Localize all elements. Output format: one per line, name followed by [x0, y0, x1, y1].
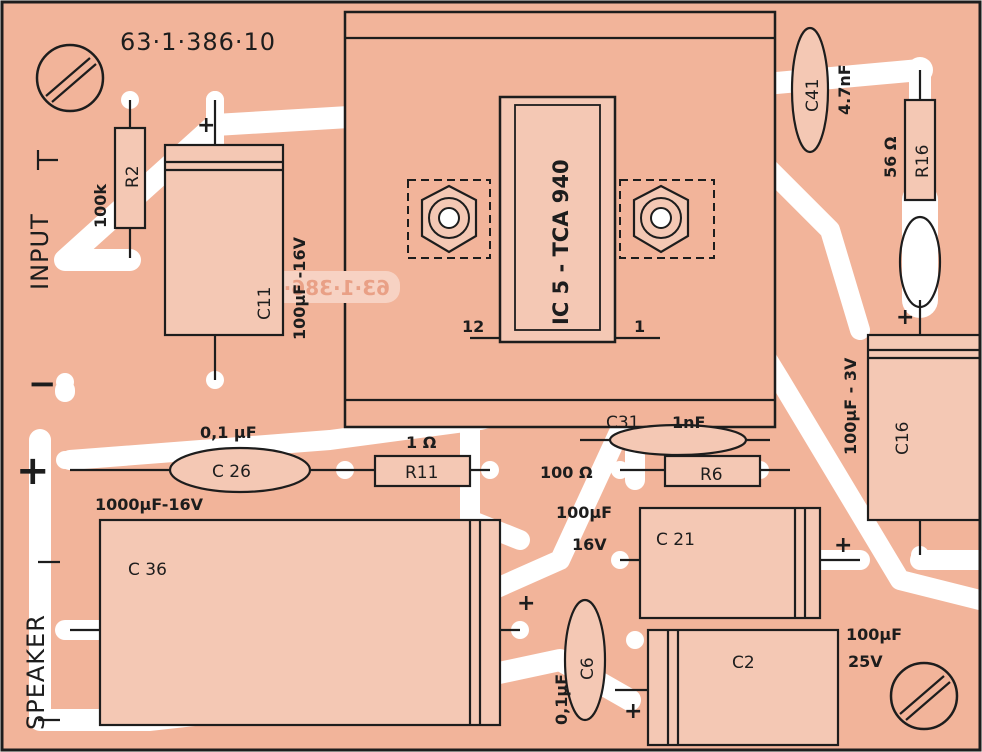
ic-ref: IC 5 - TCA 940	[549, 159, 573, 325]
capacitor-c6: C6 0,1µF	[552, 598, 607, 725]
c11-ref: C11	[255, 286, 275, 320]
svg-text:+: +	[896, 305, 914, 330]
svg-text:+: +	[197, 113, 215, 138]
c26-value: 0,1 µF	[200, 423, 257, 442]
r6-ref: R6	[700, 465, 723, 485]
c31-value: 1nF	[672, 413, 705, 432]
c6-value: 0,1µF	[552, 674, 571, 725]
resistor-r16: R16 56 Ω	[881, 70, 942, 309]
resistor-r6: R6 100 Ω	[540, 454, 790, 488]
capacitor-c16: + C16 100µF - 3V	[841, 300, 982, 555]
ic-pin-12: 12	[462, 317, 484, 336]
capacitor-c36: + C 36 1000µF-16V	[70, 495, 535, 727]
c6-ref: C6	[578, 657, 598, 680]
c26-ref: C 26	[212, 462, 251, 482]
c36-ref: C 36	[128, 560, 167, 580]
resistor-r2: R2 100k	[91, 100, 147, 258]
c31-ref: C31	[606, 413, 640, 433]
c2-value-line1: 100µF	[846, 625, 902, 644]
ic-tca940: IC 5 - TCA 940 12 1	[462, 95, 660, 344]
r2-value: 100k	[91, 184, 110, 228]
c2-value-line2: 25V	[848, 652, 883, 671]
capacitor-c2: + C2 100µF 25V	[615, 625, 902, 747]
c21-value-line1: 100µF	[556, 503, 612, 522]
heatsink-bolt-icon	[619, 179, 715, 259]
board-code: 63·1·386·10	[120, 28, 276, 56]
r16-value: 56 Ω	[881, 136, 900, 178]
c41-ref: C41	[803, 78, 823, 112]
c11-value: 100µF -16V	[290, 236, 309, 340]
capacitor-c31: C31 1nF	[580, 413, 770, 457]
c41-value: 4.7nF	[835, 64, 854, 115]
c16-ref: C16	[893, 421, 913, 455]
r16-ref: R16	[913, 145, 933, 178]
r11-ref: R11	[405, 463, 438, 483]
r11-value: 1 Ω	[406, 433, 437, 452]
speaker-plus-symbol: +	[16, 448, 50, 494]
input-minus-symbol: −	[28, 364, 57, 404]
c21-ref: C 21	[656, 530, 695, 550]
speaker-label: SPEAKER	[22, 614, 50, 730]
mounting-screw-icon	[889, 661, 959, 731]
resistor-r11: R11 1 Ω	[345, 433, 490, 488]
r6-value: 100 Ω	[540, 463, 593, 482]
capacitor-c26: C 26 0,1 µF	[70, 423, 345, 494]
heatsink-bolt-icon	[407, 179, 491, 259]
capacitor-c21: + C 21 100µF 16V	[556, 503, 860, 620]
r2-ref: R2	[123, 165, 143, 188]
ic-pin-1: 1	[634, 317, 645, 336]
c16-value: 100µF - 3V	[841, 357, 860, 455]
mounting-screw-icon	[35, 43, 105, 113]
capacitor-c41: C41 4.7nF	[790, 26, 854, 154]
svg-text:+: +	[624, 699, 642, 724]
svg-text:+: +	[517, 591, 535, 616]
svg-text:+: +	[834, 533, 852, 558]
input-label: INPUT	[26, 213, 54, 290]
c21-value-line2: 16V	[572, 535, 607, 554]
c36-value: 1000µF-16V	[95, 495, 204, 514]
capacitor-c11: + C11 100µF -16V	[163, 100, 309, 380]
c2-ref: C2	[732, 653, 755, 673]
